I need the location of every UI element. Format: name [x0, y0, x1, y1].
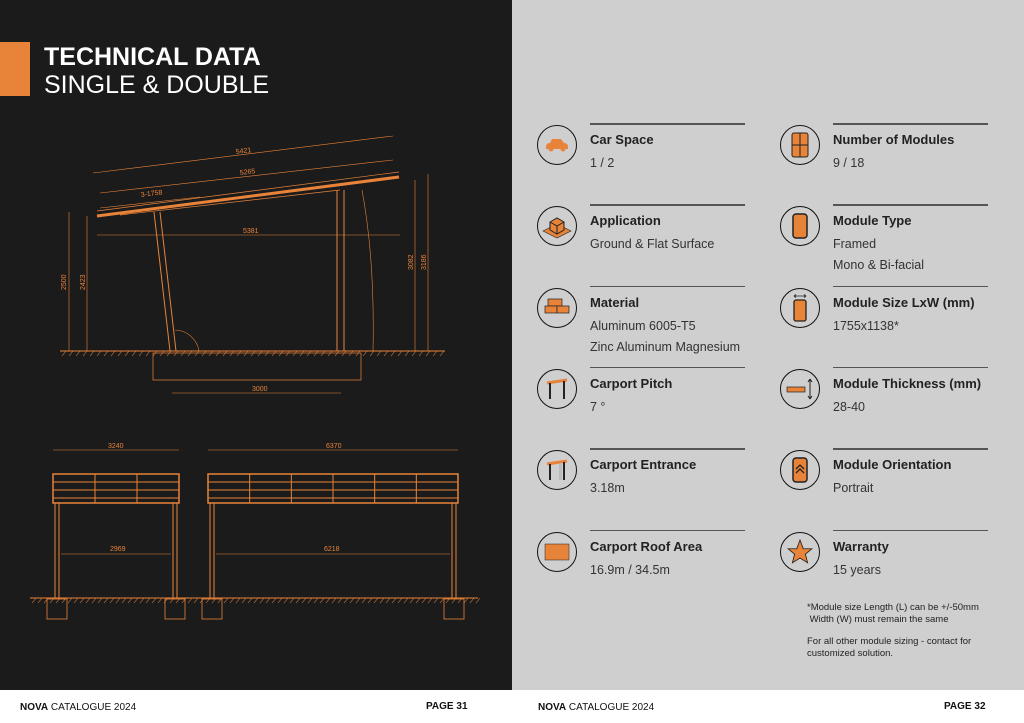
- spec-label: Warranty: [833, 538, 889, 554]
- note-line: For all other module sizing - contact fo…: [807, 636, 972, 647]
- spec-values: 28-40: [833, 397, 865, 418]
- spec-values: 1755x1138*: [833, 316, 899, 337]
- spec-values: Ground & Flat Surface: [590, 234, 714, 255]
- spec-label: Carport Roof Area: [590, 538, 703, 554]
- spec-values: 1 / 2: [590, 153, 614, 174]
- spec-value: 16.9m / 34.5m: [590, 562, 670, 577]
- divider: [590, 366, 745, 369]
- spec-values: 3.18m: [590, 478, 625, 499]
- material-bars-icon: [537, 287, 577, 328]
- spec-values: 16.9m / 34.5m: [590, 560, 670, 581]
- divider: [590, 123, 745, 125]
- footer-brand-left: NOVA CATALOGUE 2024: [20, 702, 136, 713]
- carport-entrance-icon: [537, 450, 577, 491]
- note-line: Width (W) must remain the same: [807, 614, 949, 625]
- dim-2500: 2500: [61, 274, 68, 290]
- spec-label: Module Type: [833, 213, 912, 229]
- footer-brand-right: NOVA CATALOGUE 2024: [538, 702, 654, 713]
- module-panel-icon: [780, 206, 820, 247]
- divider: [590, 285, 745, 288]
- divider: [590, 529, 745, 531]
- roof-beam: [96, 175, 400, 218]
- divider: [590, 448, 745, 450]
- page-number-left: PAGE 31: [426, 701, 468, 712]
- spec-label: Material: [590, 294, 640, 310]
- spec-label: Car Space: [590, 132, 654, 147]
- brand: NOVA: [538, 702, 567, 713]
- left-page: [0, 0, 512, 690]
- module-thickness-icon: [780, 368, 820, 409]
- car-icon: [537, 125, 577, 165]
- dim-6218: 6218: [324, 546, 340, 553]
- page-number-right: PAGE 32: [944, 701, 986, 712]
- spec-values: 15 years: [833, 560, 881, 581]
- dim-2423: 2423: [80, 274, 87, 290]
- spec-label: Module Thickness (mm): [833, 375, 982, 391]
- dim-5381: 5381: [243, 228, 259, 235]
- spec-value: Aluminum 6005-T5: [590, 318, 696, 333]
- roof-area-icon: [537, 531, 577, 572]
- spec-value: 1755x1138*: [833, 318, 899, 333]
- dim-5265: 5265: [239, 168, 255, 177]
- spec-label: Module Orientation: [833, 457, 952, 473]
- carport-pitch-icon: [537, 368, 577, 409]
- divider: [833, 366, 988, 369]
- front-views: [30, 449, 478, 620]
- spec-label: Carport Entrance: [590, 457, 697, 473]
- spec-value: 28-40: [833, 399, 865, 414]
- dim-2969: 2969: [110, 546, 126, 553]
- divider: [833, 529, 988, 531]
- dim-3-1758: 3-1758: [140, 189, 163, 199]
- ground-box-icon: [537, 206, 577, 247]
- note-line: *Module size Length (L) can be +/-50mm: [807, 602, 979, 613]
- spec-values: Portrait: [833, 478, 873, 499]
- dim-3186: 3186: [421, 254, 428, 270]
- spec-label: Module Size LxW (mm): [833, 294, 975, 310]
- spec-value: Framed: [833, 237, 877, 252]
- dim-3000: 3000: [252, 386, 268, 393]
- modules-grid-icon: [780, 125, 820, 165]
- module-size-note: *Module size Length (L) can be +/-50mm W…: [807, 602, 979, 660]
- module-orientation-icon: [780, 450, 820, 491]
- catalogue-label: CATALOGUE 2024: [566, 702, 655, 713]
- divider: [833, 123, 988, 125]
- page-title: TECHNICAL DATA: [44, 43, 261, 71]
- divider: [833, 285, 988, 288]
- note-line: customized solution.: [807, 648, 894, 659]
- brand: NOVA: [20, 702, 49, 713]
- spec-value: 1 / 2: [590, 156, 615, 170]
- spec-value: Mono & Bi-facial: [833, 258, 925, 273]
- technical-drawing: 5421 5265 3-1758 5381 2500 2423 3082 318…: [30, 135, 481, 620]
- page-subtitle: SINGLE & DOUBLE: [44, 71, 270, 99]
- right-page: [512, 0, 1024, 690]
- catalogue-label: CATALOGUE 2024: [48, 702, 137, 713]
- dim-3082: 3082: [408, 254, 415, 270]
- side-view: [60, 135, 445, 394]
- spec-value: 15 years: [833, 562, 881, 577]
- divider: [833, 448, 988, 450]
- module-size-icon: [780, 287, 820, 328]
- dim-6370: 6370: [326, 443, 342, 450]
- spec-value: 9 / 18: [833, 156, 865, 170]
- footer: [0, 690, 1024, 723]
- spec-values: 7 °: [590, 397, 605, 418]
- spec-label: Carport Pitch: [590, 375, 673, 391]
- spec-value: 3.18m: [590, 481, 625, 496]
- spec-label: Number of Modules: [833, 132, 955, 147]
- spec-value: Zinc Aluminum Magnesium: [590, 339, 741, 354]
- spec-values: 9 / 18: [833, 153, 864, 174]
- dim-5421: 5421: [235, 147, 251, 156]
- spec-value: 7 °: [590, 399, 606, 414]
- dim-3240: 3240: [108, 443, 124, 450]
- star-icon: [780, 531, 820, 572]
- spec-value: Portrait: [833, 481, 874, 496]
- accent-bar: [0, 42, 30, 96]
- divider: [590, 204, 745, 206]
- foundation: [152, 352, 362, 381]
- spec-label: Application: [590, 213, 661, 229]
- divider: [833, 204, 988, 206]
- spec-value: Ground & Flat Surface: [590, 237, 715, 252]
